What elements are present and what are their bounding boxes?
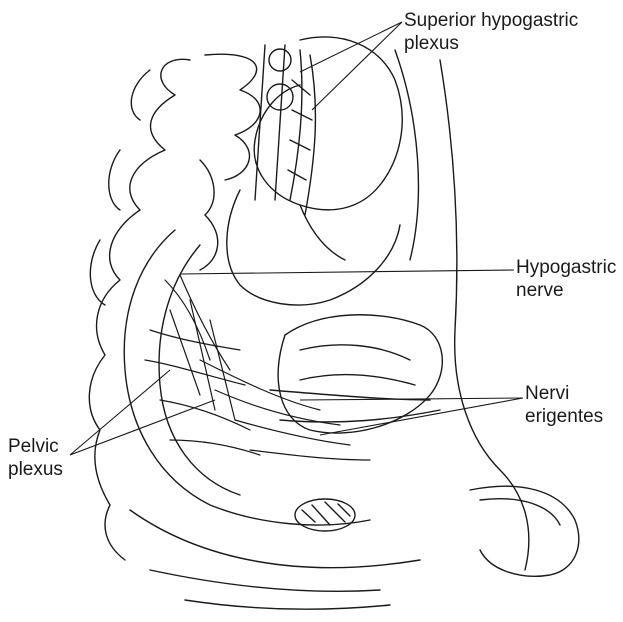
- label-superior-line-2: plexus: [404, 32, 578, 55]
- prostate: [295, 499, 355, 531]
- label-hypogastric-line-1: Hypogastric: [516, 256, 616, 279]
- vertebral-column: [89, 59, 190, 560]
- label-nervi-line-2: erigentes: [525, 405, 603, 428]
- label-hypogastric-line-2: nerve: [516, 279, 616, 302]
- label-superior-hypogastric-plexus: Superior hypogastric plexus: [404, 9, 578, 55]
- label-superior-line-1: Superior hypogastric: [404, 9, 578, 32]
- label-pelvic-plexus: Pelvic plexus: [8, 435, 63, 481]
- label-hypogastric-nerve: Hypogastric nerve: [516, 256, 616, 302]
- label-nervi-erigentes: Nervi erigentes: [525, 382, 603, 428]
- leader-superior-2: [312, 22, 402, 110]
- leader-lines: [70, 22, 523, 455]
- leader-pelvic-2: [70, 400, 215, 455]
- leader-pelvic-1: [70, 370, 170, 455]
- leader-hypogastric: [180, 270, 514, 274]
- abdominal-wall: [440, 60, 529, 570]
- label-pelvic-line-1: Pelvic: [8, 435, 63, 458]
- label-pelvic-line-2: plexus: [8, 458, 63, 481]
- label-nervi-line-1: Nervi: [525, 382, 603, 405]
- bladder: [278, 315, 442, 433]
- aorta: [255, 45, 285, 200]
